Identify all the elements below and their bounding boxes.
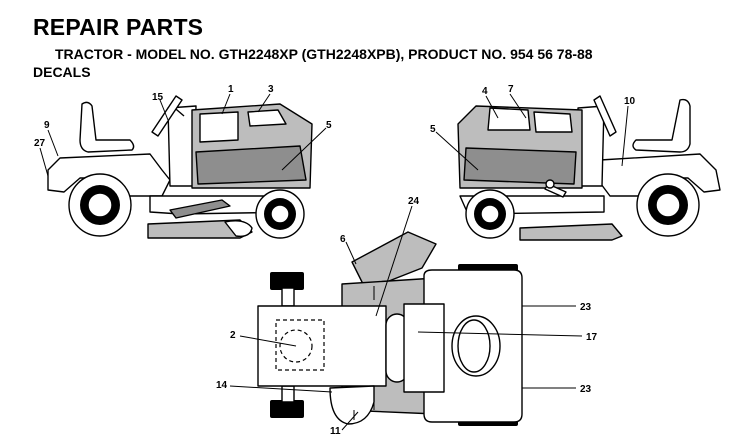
callout-15: 15 [152,92,164,103]
callout-10: 10 [624,96,636,107]
callout-7: 7 [508,84,514,95]
callout-11: 11 [330,426,341,437]
callout-23-bottom: 23 [580,384,592,395]
page-title: REPAIR PARTS [33,14,204,40]
callout-5-left: 5 [326,120,332,131]
callout-27: 27 [34,138,46,149]
callout-6: 6 [340,234,346,245]
model-subtitle: TRACTOR - MODEL NO. GTH2248XP (GTH2248XP… [55,46,593,62]
section-title: DECALS [33,64,91,80]
callout-labels: 1 3 15 9 27 5 4 7 10 5 24 6 2 14 11 17 2… [34,84,636,437]
callout-24: 24 [408,196,420,207]
callout-3: 3 [268,84,274,95]
left-tractor-illustration [47,95,313,239]
callout-2: 2 [230,330,236,341]
right-tractor-illustration [457,95,721,241]
top-view-illustration [257,231,523,426]
callout-14: 14 [216,380,228,391]
callout-23-top: 23 [580,302,592,313]
callout-9: 9 [44,120,50,131]
callout-5-right: 5 [430,124,436,135]
callout-17: 17 [586,332,598,343]
callout-4: 4 [482,86,488,97]
callout-1: 1 [228,84,234,95]
callout-leaders [39,93,629,431]
